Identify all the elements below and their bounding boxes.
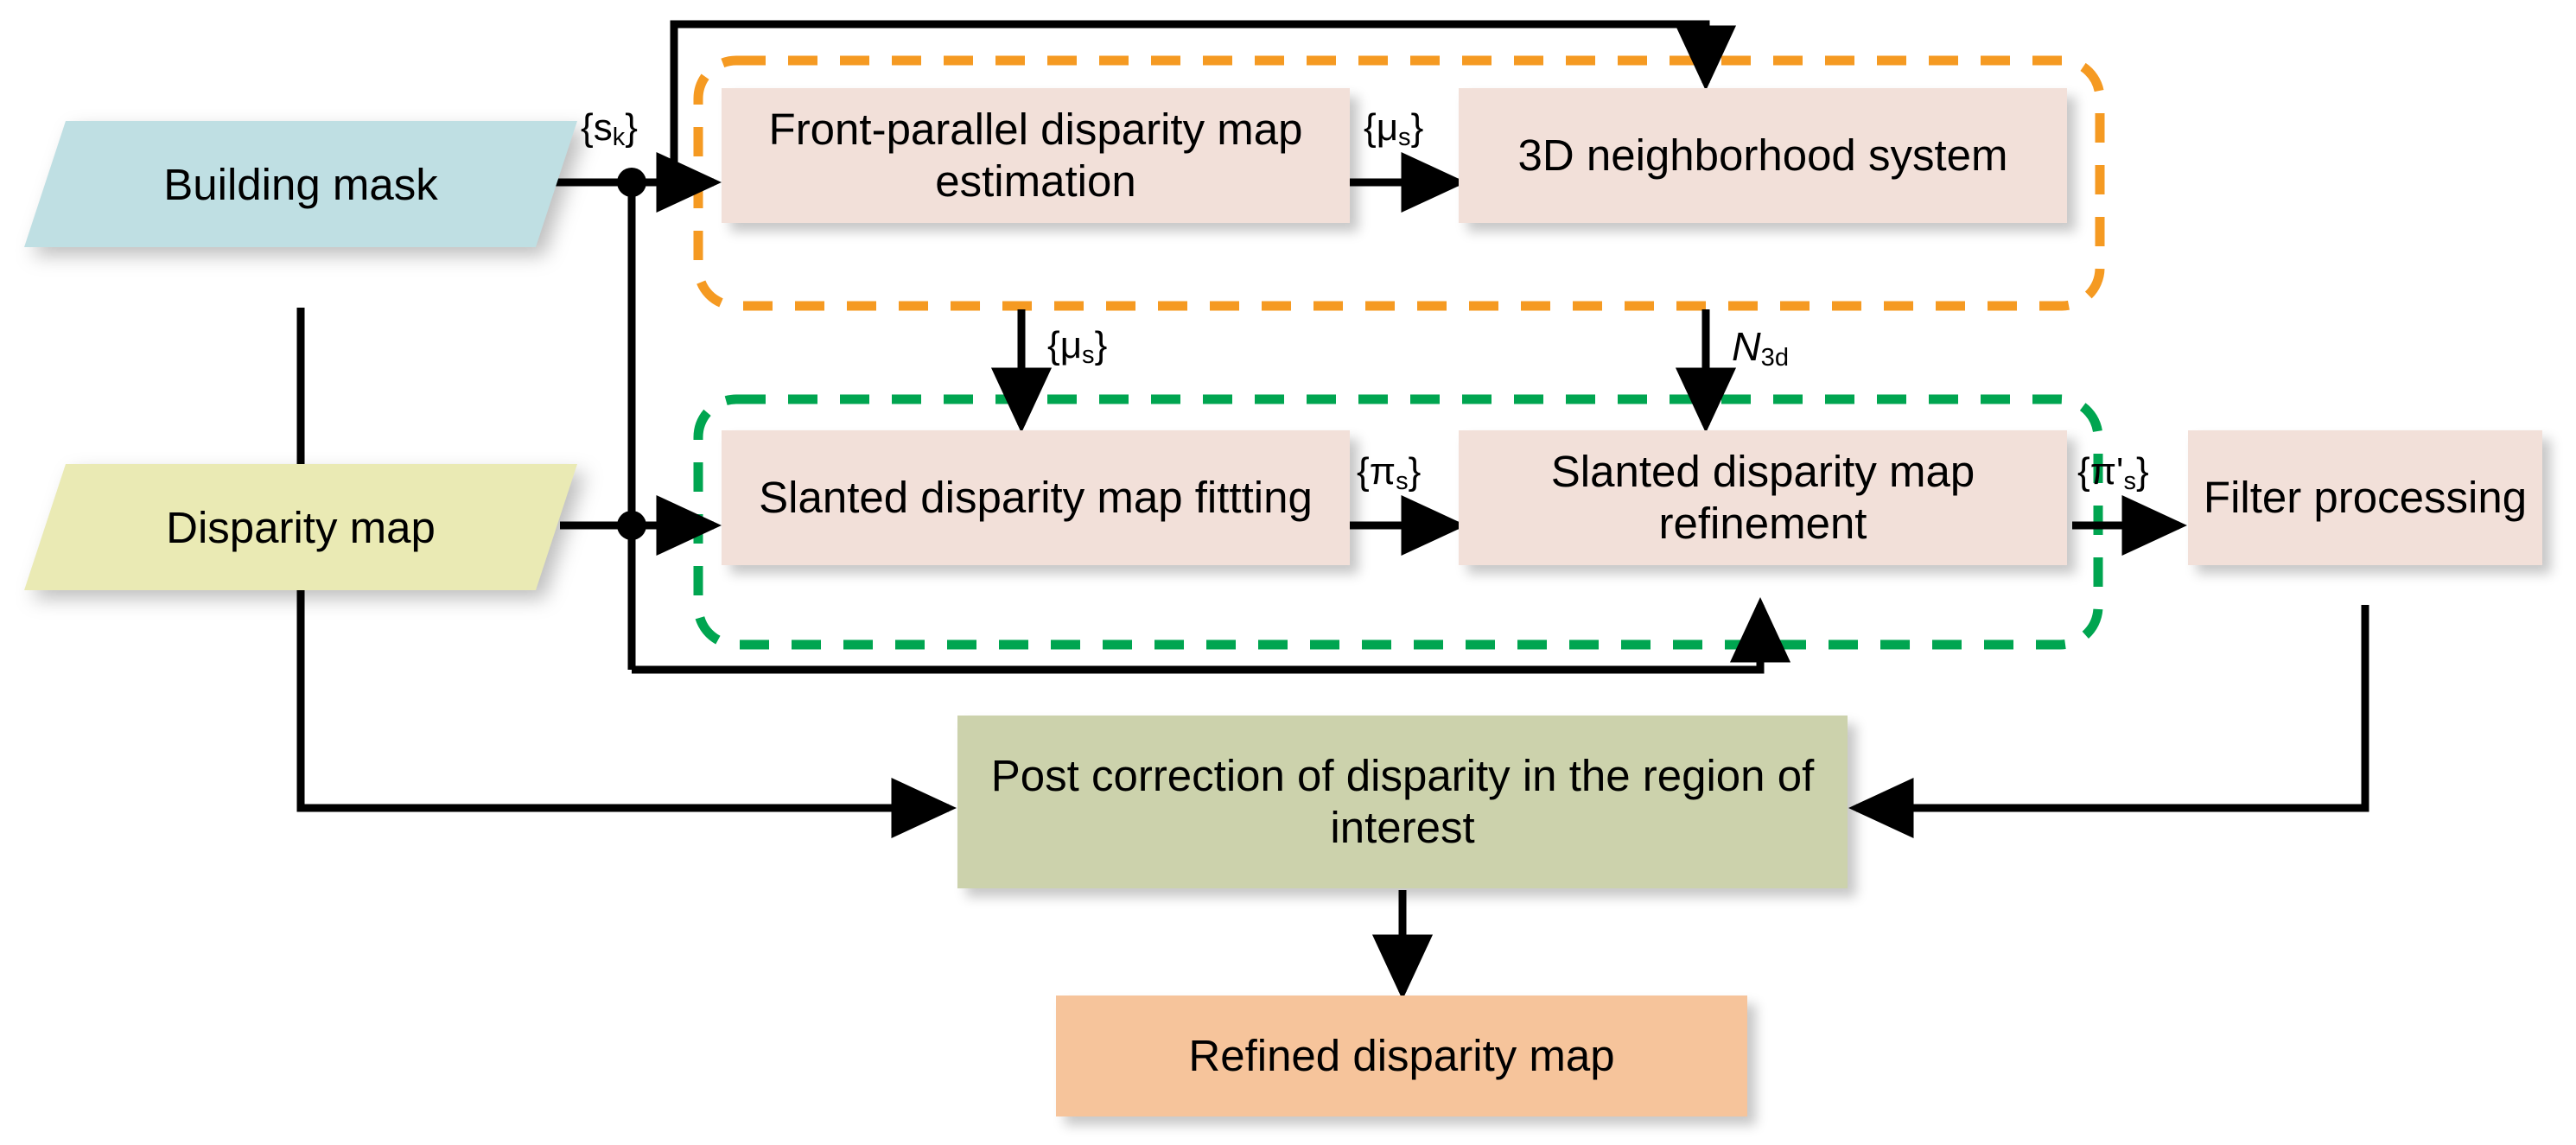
edge-label-pi-s-prime: {π's} bbox=[2077, 450, 2149, 494]
edge-label-sk-close: } bbox=[625, 106, 638, 149]
junction-dot-mask-up bbox=[659, 168, 689, 197]
process-front-parallel-label: Front-parallel disparity map estimation bbox=[768, 104, 1303, 206]
process-post-correction[interactable]: Post correction of disparity in the regi… bbox=[957, 716, 1848, 888]
edge-label-mu-s-down-base: {μ bbox=[1047, 324, 1083, 366]
edge-label-mu-s-down-sub: s bbox=[1082, 340, 1095, 369]
edge-label-pi-s-sub: s bbox=[1396, 467, 1409, 495]
edge-label-mu-s-top: {μs} bbox=[1364, 106, 1424, 150]
process-front-parallel[interactable]: Front-parallel disparity map estimation bbox=[722, 88, 1350, 223]
edge-label-mu-s-top-close: } bbox=[1410, 106, 1424, 149]
process-post-correction-label: Post correction of disparity in the regi… bbox=[990, 750, 1815, 852]
edge-label-sk-sub: k bbox=[612, 123, 626, 151]
input-building-mask-label: Building mask bbox=[24, 121, 577, 247]
input-building-mask[interactable]: Building mask bbox=[24, 121, 577, 247]
process-slanted-fitting[interactable]: Slanted disparity map fittting bbox=[722, 430, 1350, 565]
input-disparity-map[interactable]: Disparity map bbox=[24, 464, 577, 590]
result-refined-disparity-map[interactable]: Refined disparity map bbox=[1056, 996, 1747, 1116]
edge-mask-feedback-to-neighborhood bbox=[670, 20, 1737, 182]
process-filter-processing-label: Filter processing bbox=[2203, 472, 2528, 522]
edge-filter-to-post-correction bbox=[1848, 605, 2369, 839]
edge-label-mu-s-down-close: } bbox=[1094, 324, 1108, 366]
junction-dot-disparity bbox=[617, 511, 646, 540]
input-disparity-map-label: Disparity map bbox=[24, 464, 577, 590]
edge-label-pi-s-prime-base: {π' bbox=[2077, 450, 2124, 493]
process-slanted-refinement-label: Slanted disparity map refinement bbox=[1550, 446, 1975, 548]
edge-label-pi-s-base: {π bbox=[1357, 450, 1396, 493]
edge-label-mu-s-top-sub: s bbox=[1398, 123, 1411, 151]
edge-label-pi-s-prime-close: } bbox=[2135, 450, 2149, 493]
edge-label-pi-s: {πs} bbox=[1357, 450, 1422, 494]
edge-feedback-to-refinement bbox=[632, 597, 1791, 674]
process-slanted-refinement[interactable]: Slanted disparity map refinement bbox=[1459, 430, 2067, 565]
edge-label-n-3d: N3d bbox=[1732, 324, 1789, 371]
edge-label-n-3d-base: N bbox=[1732, 324, 1761, 369]
edge-label-n-3d-sub: 3d bbox=[1760, 343, 1789, 372]
edge-label-pi-s-prime-sub: s bbox=[2123, 467, 2136, 495]
edge-label-mu-s-top-base: {μ bbox=[1364, 106, 1399, 149]
process-3d-neighborhood[interactable]: 3D neighborhood system bbox=[1459, 88, 2067, 223]
edge-label-mu-s-down: {μs} bbox=[1047, 324, 1108, 368]
junction-dot-mask-down bbox=[617, 168, 646, 197]
process-slanted-fitting-label: Slanted disparity map fittting bbox=[759, 472, 1313, 522]
process-3d-neighborhood-label: 3D neighborhood system bbox=[1517, 130, 2008, 180]
result-refined-disparity-map-label: Refined disparity map bbox=[1188, 1030, 1615, 1080]
edge-label-sk-base: {s bbox=[581, 106, 613, 149]
edge-label-pi-s-close: } bbox=[1408, 450, 1422, 493]
edge-label-sk: {sk} bbox=[581, 106, 638, 150]
process-filter-processing[interactable]: Filter processing bbox=[2188, 430, 2542, 565]
